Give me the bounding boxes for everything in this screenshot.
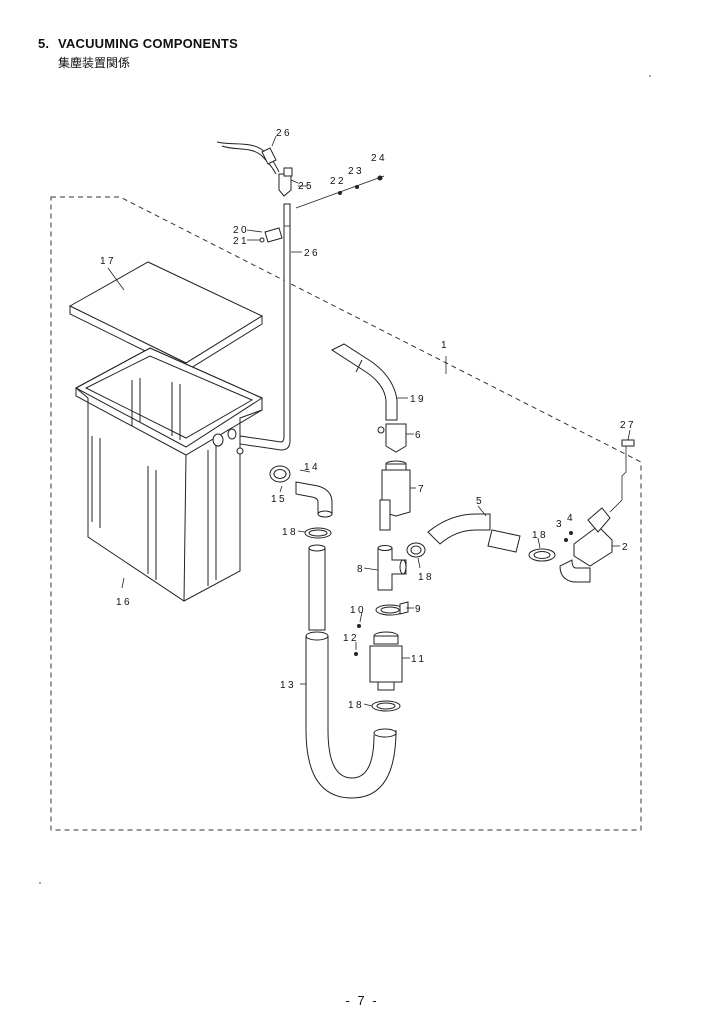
tee-fitting — [377, 545, 407, 591]
hose-clamp-lower — [371, 700, 401, 712]
hose-vertical — [239, 203, 291, 451]
callout-8: 8 — [357, 564, 365, 575]
hose-clamp-left — [304, 527, 332, 539]
screw-set — [295, 175, 385, 209]
callout-15: 15 — [271, 494, 287, 505]
callout-18c: 18 — [418, 572, 434, 583]
callout-12: 12 — [343, 633, 359, 644]
stray-mark — [649, 75, 651, 77]
leader-27 — [627, 429, 631, 441]
section-number: 5. — [38, 36, 50, 51]
callout-6: 6 — [415, 430, 423, 441]
callout-2: 2 — [622, 542, 630, 553]
ring-clamp — [375, 601, 409, 616]
callout-17: 17 — [100, 256, 116, 267]
section-title: 5. VACUUMING COMPONENTS — [38, 36, 238, 51]
callout-26a: 26 — [276, 128, 292, 139]
callout-25: 25 — [298, 181, 314, 192]
callout-18a: 18 — [282, 527, 298, 538]
leader-18a — [297, 530, 306, 533]
hose-top — [216, 141, 280, 175]
section-title-text: VACUUMING COMPONENTS — [58, 36, 238, 51]
leader-17 — [107, 267, 125, 291]
callout-3: 3 — [556, 519, 564, 530]
connector — [278, 167, 299, 197]
callout-27: 27 — [620, 420, 636, 431]
filter-body — [379, 460, 411, 531]
u-hose — [305, 544, 397, 799]
callout-11: 11 — [411, 654, 426, 665]
leader-18c — [417, 557, 421, 569]
hose-clamp-right — [528, 548, 556, 562]
screw — [357, 624, 361, 628]
leader-26a — [271, 135, 277, 147]
callout-13: 13 — [280, 680, 296, 691]
callout-21: 21 — [233, 236, 249, 247]
flex-hose — [427, 513, 521, 553]
callout-18d: 18 — [348, 700, 364, 711]
callout-22: 22 — [330, 176, 346, 187]
leader-16 — [121, 577, 125, 589]
callout-9: 9 — [415, 604, 423, 615]
callout-4: 4 — [567, 513, 575, 524]
callout-10: 10 — [350, 605, 366, 616]
small-clamp — [259, 227, 283, 243]
stray-mark — [39, 882, 41, 884]
leader-18b — [537, 537, 541, 549]
leader-18d — [363, 703, 373, 707]
hose-clamp-mid — [406, 542, 426, 558]
leader-14 — [299, 469, 311, 473]
valve-cap — [377, 423, 407, 453]
leader-15 — [279, 485, 283, 493]
section-subtitle: 集塵装置関係 — [58, 56, 131, 70]
page-number: - 7 - — [345, 993, 379, 1008]
assembly-boundary — [50, 196, 642, 831]
callout-5: 5 — [476, 496, 484, 507]
leader-8 — [363, 567, 379, 571]
filter-cartridge — [369, 631, 403, 691]
screw — [354, 652, 358, 656]
suction-nozzle — [559, 507, 613, 583]
elbow-joint — [269, 465, 333, 518]
leader-10 — [359, 611, 363, 623]
callout-26b: 26 — [304, 248, 320, 259]
page-heading: 5. VACUUMING COMPONENTS 集塵装置関係 — [38, 36, 238, 71]
callout-1: 1 — [441, 340, 449, 351]
leader-20 — [246, 229, 263, 233]
callout-14: 14 — [304, 462, 320, 473]
callout-18b: 18 — [532, 530, 548, 541]
callout-24: 24 — [371, 153, 387, 164]
bent-pipe — [330, 343, 398, 421]
callout-19: 19 — [410, 394, 426, 405]
callout-16: 16 — [116, 597, 132, 608]
callout-23: 23 — [348, 166, 364, 177]
bracket — [609, 439, 635, 513]
leader-5 — [477, 505, 487, 517]
callout-20: 20 — [233, 225, 249, 236]
dust-tank — [74, 347, 264, 602]
callout-7: 7 — [418, 484, 426, 495]
